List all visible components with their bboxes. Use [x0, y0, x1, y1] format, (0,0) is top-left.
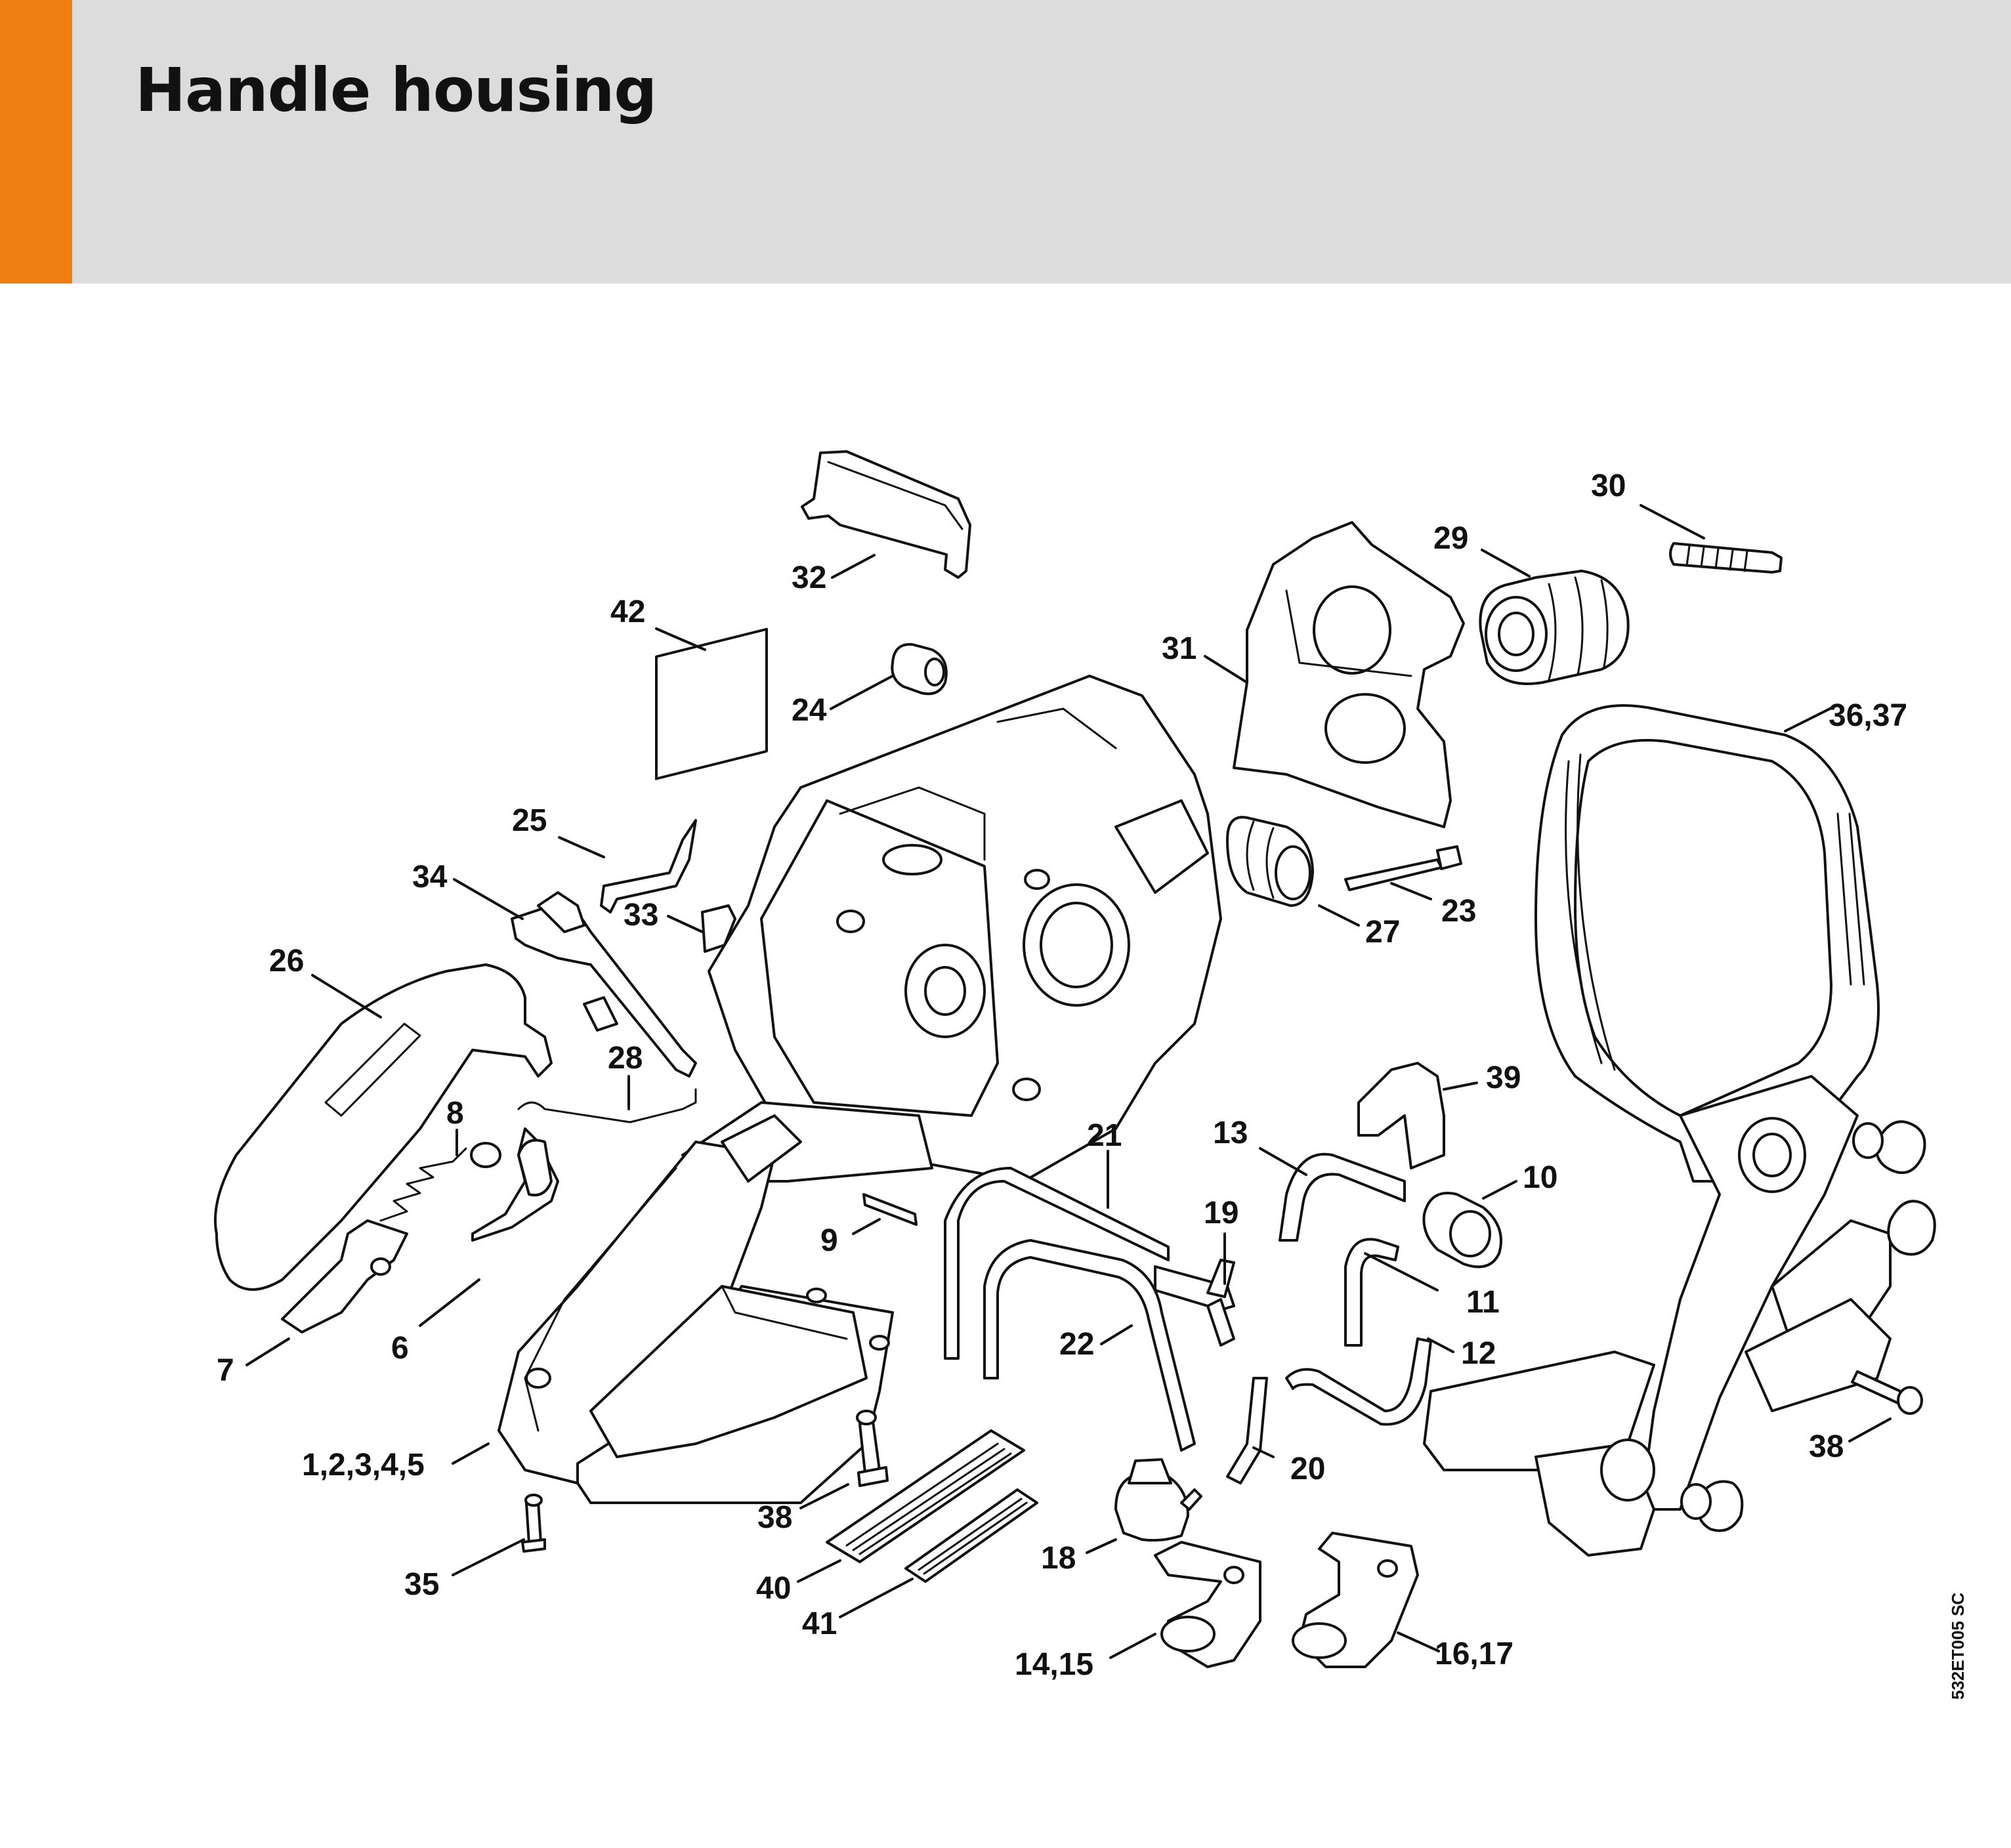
part-29-flange — [1479, 570, 1630, 685]
callout-35: 35 — [404, 1567, 439, 1602]
callout-12: 12 — [1461, 1336, 1496, 1371]
callout-29: 29 — [1433, 521, 1468, 556]
part-34-switch-shaft — [511, 891, 697, 1078]
part-40-plate — [826, 1429, 1025, 1563]
callout-36-37: 36,37 — [1829, 698, 1907, 733]
callout-33: 33 — [624, 898, 658, 933]
part-23-screw — [1344, 845, 1462, 891]
callout-14-15: 14,15 — [1015, 1647, 1093, 1682]
part-11-hose — [1344, 1238, 1399, 1347]
callout-1-5: 1,2,3,4,5 — [302, 1448, 425, 1482]
part-24-bushing — [891, 642, 948, 696]
callout-16-17: 16,17 — [1435, 1637, 1514, 1671]
callout-31: 31 — [1162, 631, 1196, 666]
callout-42: 42 — [610, 595, 645, 629]
callout-9: 9 — [820, 1223, 838, 1258]
part-39-cap — [1357, 1062, 1445, 1169]
callout-21: 21 — [1087, 1118, 1122, 1153]
callout-41: 41 — [802, 1606, 837, 1641]
callout-24: 24 — [792, 693, 827, 728]
part-16-17-bracket — [1292, 1532, 1419, 1668]
part-28-spring — [517, 1088, 697, 1124]
callout-11: 11 — [1466, 1285, 1500, 1320]
part-31-shroud — [1233, 521, 1465, 828]
callout-26: 26 — [269, 944, 304, 978]
part-7-interlock — [281, 1219, 408, 1334]
callout-18: 18 — [1041, 1541, 1076, 1576]
part-6-trigger — [471, 1127, 559, 1242]
callout-13: 13 — [1213, 1116, 1248, 1150]
part-8-ring — [470, 1142, 501, 1168]
part-30-screw — [1669, 542, 1783, 574]
part-10-primer — [1422, 1192, 1502, 1269]
part-21-hose — [944, 1167, 1196, 1452]
callout-25: 25 — [512, 803, 547, 838]
callout-19: 19 — [1204, 1196, 1238, 1230]
callout-38-left: 38 — [757, 1500, 792, 1535]
callout-39: 39 — [1486, 1060, 1521, 1095]
part-36-37-handlebar — [1423, 704, 1892, 1557]
callout-6: 6 — [391, 1331, 409, 1366]
part-1-5-handle-housing — [497, 675, 1222, 1504]
handlebar-knobs — [1680, 1120, 1936, 1532]
part-18-filter — [1114, 1458, 1202, 1542]
part-20-hose — [1226, 1377, 1268, 1484]
callout-38-right: 38 — [1809, 1429, 1844, 1464]
callout-labels: 30 29 32 42 31 24 36,37 25 34 33 23 27 2… — [217, 469, 1907, 1682]
part-13-hose — [1279, 1152, 1406, 1242]
part-8-spring — [379, 1147, 467, 1222]
part-14-15-bracket — [1154, 1541, 1261, 1668]
leader-lines — [245, 504, 1892, 1659]
part-25-lever — [600, 819, 697, 914]
callout-28: 28 — [608, 1041, 643, 1076]
part-33-clip — [701, 904, 736, 953]
part-9-pin — [862, 1193, 918, 1226]
drawing-reference: 532ET005 SC — [1948, 1592, 1968, 1700]
callout-40: 40 — [756, 1571, 791, 1606]
part-35-screw — [521, 1494, 546, 1553]
header-band: Handle housing — [0, 0, 2011, 284]
callout-10: 10 — [1523, 1160, 1557, 1195]
callout-27: 27 — [1365, 915, 1400, 950]
callout-8: 8 — [446, 1096, 464, 1131]
callout-34: 34 — [412, 860, 448, 894]
callout-7: 7 — [217, 1353, 234, 1388]
callout-32: 32 — [792, 560, 826, 595]
part-42-label — [655, 627, 768, 780]
part-38-screw-left — [856, 1410, 889, 1487]
callout-30: 30 — [1591, 469, 1626, 503]
part-41-plate — [904, 1488, 1038, 1583]
part-38-screw-right — [1851, 1370, 1923, 1415]
part-27-buffer — [1226, 816, 1314, 907]
part-32-cover — [801, 450, 971, 579]
page-title: Handle housing — [135, 55, 657, 125]
part-26-handle-molding — [214, 963, 553, 1291]
callout-22: 22 — [1059, 1327, 1094, 1362]
part-19-t-fitting — [1154, 1259, 1235, 1347]
accent-bar — [0, 0, 72, 284]
part-12-hose — [1285, 1337, 1432, 1426]
callout-20: 20 — [1290, 1452, 1325, 1486]
callout-23: 23 — [1441, 894, 1476, 929]
